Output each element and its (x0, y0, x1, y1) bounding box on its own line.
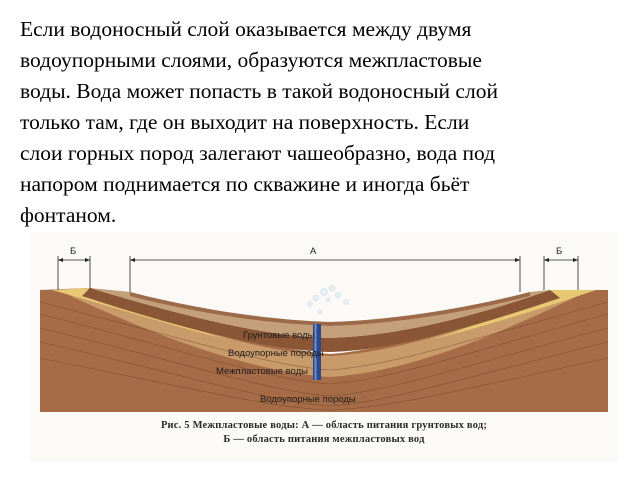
sand-outcrop-right (430, 290, 596, 340)
label-b-left: Б (70, 246, 76, 257)
dimension-lines (57, 256, 579, 292)
well-bore (313, 324, 321, 380)
body-paragraph: Если водоносный слой оказывается между д… (20, 17, 498, 227)
figure-caption-line-2: Б — область питания межпластовых вод (223, 434, 425, 445)
figure-caption-line-1: Рис. 5 Межпластовые воды: А — область пи… (160, 420, 488, 431)
label-a: А (310, 246, 317, 257)
label-impermeable-upper: Водоупорные породы (228, 348, 324, 359)
label-ground-water: Грунтовые воды (243, 330, 315, 341)
interstratal-aquifer (58, 288, 590, 377)
interstratal-water-diagram: Б А Б Грунтовые воды Водоупорные породы … (30, 232, 618, 462)
well-highlight (314, 324, 317, 380)
label-impermeable-lower: Водоупорные породы (260, 394, 356, 405)
strata-lines (39, 301, 609, 411)
label-b-right: Б (556, 246, 562, 257)
label-interstratal-water: Межпластовые воды (216, 366, 308, 377)
dimension-arrowheads (58, 258, 578, 262)
cross-section-svg: Б А Б Грунтовые воды Водоупорные породы … (30, 232, 618, 417)
fountain-spray (307, 284, 349, 315)
